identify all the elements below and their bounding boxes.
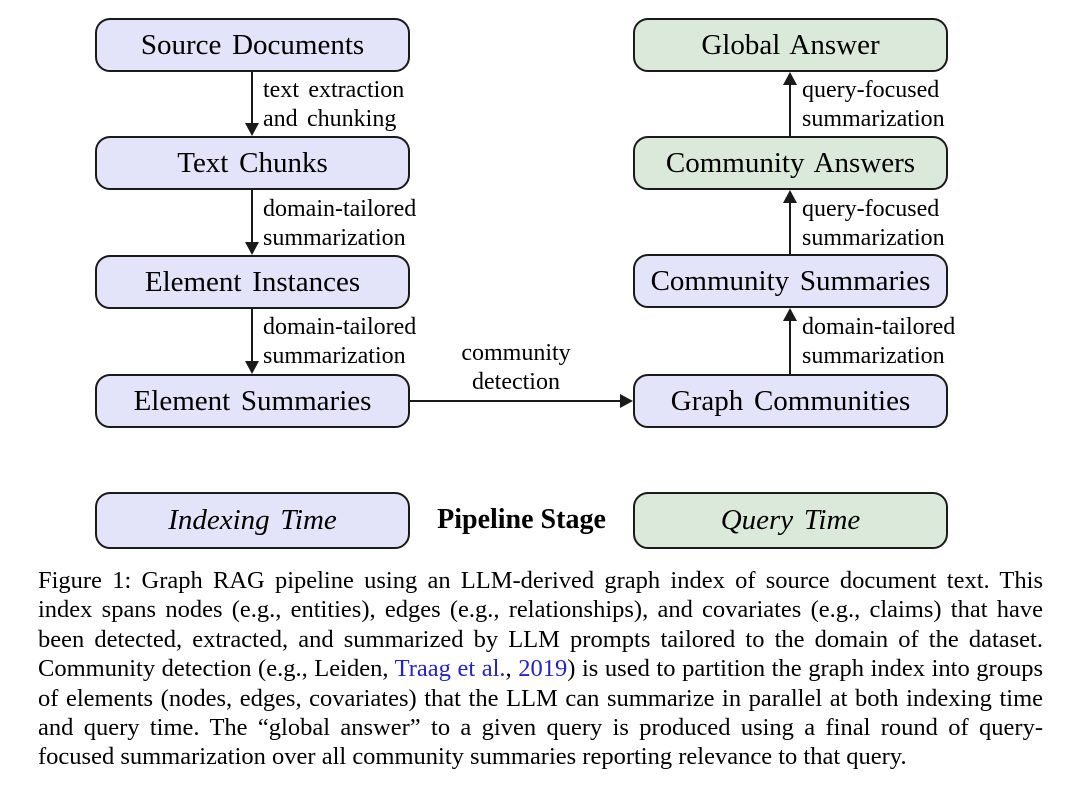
arrow-line (251, 72, 253, 126)
node-community-answers: Community Answers (633, 136, 948, 190)
caption-text-after-citation: ) is used to partition the graph index i… (38, 655, 1043, 771)
edge-label-text-extraction: text extraction and chunking (263, 77, 405, 132)
node-label: Element Summaries (133, 384, 372, 417)
arrow-line (251, 190, 253, 244)
caption-text-before-citation: Figure 1: Graph RAG pipeline using an LL… (38, 567, 1043, 683)
node-label: Source Documents (140, 28, 365, 61)
arrow-line (410, 400, 622, 402)
arrow-up-icon (783, 72, 797, 85)
edge-label-domain-tailored-1: domain-tailored summarization (263, 196, 417, 251)
node-text-chunks: Text Chunks (95, 136, 410, 190)
node-graph-communities: Graph Communities (633, 374, 948, 428)
legend-indexing-label: Indexing Time (168, 504, 337, 536)
node-label: Element Instances (144, 265, 361, 298)
edge-label-query-focused-2: query-focused summarization (802, 77, 945, 132)
legend-pipeline-stage-label: Pipeline Stage (437, 504, 606, 535)
arrow-down-icon (245, 123, 259, 136)
citation-link-traag-year[interactable]: 2019 (518, 655, 568, 683)
edge-label-domain-tailored-2: domain-tailored summarization (263, 314, 417, 369)
node-label: Global Answer (701, 28, 880, 61)
arrow-line (251, 309, 253, 362)
arrow-line (789, 202, 791, 254)
legend-indexing-time: Indexing Time (95, 492, 410, 549)
arrow-line (789, 84, 791, 136)
legend-query-label: Query Time (720, 504, 861, 536)
arrow-up-icon (783, 190, 797, 203)
arrow-down-icon (245, 242, 259, 255)
node-community-summaries: Community Summaries (633, 254, 948, 308)
citation-link-traag-authors[interactable]: Traag et al. (394, 655, 506, 683)
node-global-answer: Global Answer (633, 18, 948, 72)
node-element-instances: Element Instances (95, 255, 410, 309)
node-element-summaries: Element Summaries (95, 374, 410, 428)
arrow-down-icon (245, 361, 259, 374)
node-label: Text Chunks (177, 146, 328, 179)
figure-caption: Figure 1: Graph RAG pipeline using an LL… (38, 566, 1043, 772)
edge-label-community-detection: community detection (461, 340, 571, 395)
legend-query-time: Query Time (633, 492, 948, 549)
node-label: Community Answers (665, 146, 916, 179)
node-label: Community Summaries (650, 264, 931, 297)
edge-label-domain-tailored-3: domain-tailored summarization (802, 314, 956, 369)
edge-label-query-focused-1: query-focused summarization (802, 196, 945, 251)
arrow-right-icon (620, 394, 633, 408)
caption-citation-separator: , (505, 655, 519, 683)
node-label: Graph Communities (670, 384, 911, 417)
arrow-line (789, 320, 791, 374)
node-source-documents: Source Documents (95, 18, 410, 72)
arrow-up-icon (783, 308, 797, 321)
